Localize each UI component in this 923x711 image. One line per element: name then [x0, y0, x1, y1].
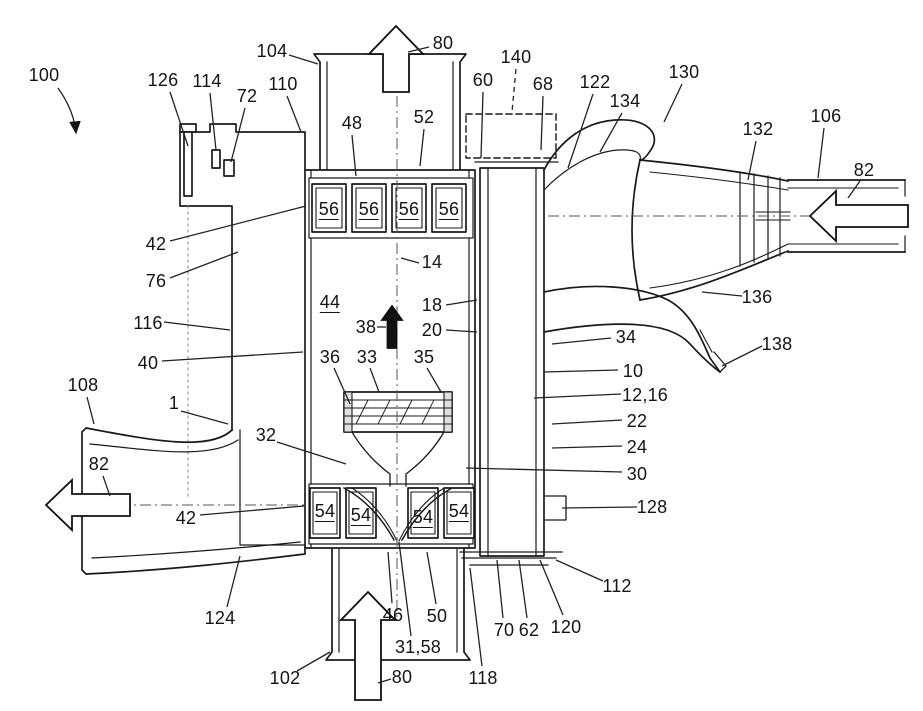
leader-line-48 — [351, 134, 357, 177]
outflow-left-arrow — [44, 477, 131, 533]
leader-line-82 — [847, 180, 861, 199]
leader-line-62 — [518, 559, 528, 619]
leader-line-1 — [180, 410, 229, 425]
leader-line-14 — [400, 257, 420, 264]
clip-72 — [223, 159, 235, 177]
leader-line-22 — [551, 419, 623, 425]
leader-line-35 — [426, 367, 442, 393]
leader-line-114 — [209, 92, 217, 151]
leader-line-104 — [288, 54, 319, 65]
inflow-right-arrow — [808, 188, 909, 244]
dashed-detail-box-140 — [465, 113, 557, 159]
leader-line-31-58 — [398, 541, 412, 637]
leader-line-140 — [511, 68, 517, 113]
leader-line-32 — [276, 441, 347, 465]
leader-line-130 — [663, 83, 683, 123]
bottom-inlet-duct — [325, 547, 471, 661]
fastener-pin-126 — [183, 131, 193, 197]
leader-line-136 — [701, 291, 743, 297]
leader-line-80 — [377, 678, 392, 684]
leader-line-18 — [445, 299, 478, 306]
flow-arrows — [44, 24, 909, 701]
right-inlet-assembly — [542, 119, 906, 374]
leader-line-134 — [599, 112, 623, 153]
leader-line-80 — [407, 46, 430, 53]
leader-line-30 — [465, 467, 623, 473]
leader-line-116 — [163, 321, 231, 331]
cell-row-bottom — [308, 483, 475, 545]
leader-line-34 — [551, 337, 612, 345]
leader-line-138 — [721, 345, 763, 367]
leader-line-72 — [230, 107, 246, 163]
leader-line-10 — [543, 369, 619, 373]
leader-line-120 — [539, 559, 564, 616]
center-component — [342, 391, 454, 542]
leader-line-46 — [387, 551, 393, 604]
leader-line-102 — [296, 651, 331, 672]
leader-line-52 — [419, 128, 425, 167]
internal-flow-arrow-38 — [380, 304, 404, 349]
leader-line-24 — [551, 445, 623, 449]
leader-line-40 — [161, 351, 304, 362]
leader-line-112 — [555, 559, 604, 582]
left-outlet-duct — [81, 427, 306, 575]
leader-line-124 — [226, 555, 241, 608]
leader-line-106 — [817, 127, 825, 179]
leader-line-70 — [496, 559, 504, 619]
left-mounting-bracket — [179, 123, 306, 499]
leader-line-82 — [102, 475, 111, 497]
leader-line-33 — [369, 367, 380, 393]
leader-line-108 — [86, 396, 95, 425]
leader-line-126 — [169, 91, 189, 147]
leader-line-76 — [169, 251, 239, 279]
leader-line-132 — [747, 140, 757, 181]
inflow-bottom-arrow — [338, 590, 398, 701]
leader-line-42 — [199, 505, 305, 516]
fastener-114 — [211, 149, 221, 169]
leader-lines — [57, 46, 861, 684]
leader-line-36 — [333, 367, 351, 405]
leader-line-110 — [286, 95, 302, 133]
leader-line-42 — [169, 205, 307, 242]
leader-line-128 — [561, 506, 638, 509]
leader-line-50 — [426, 551, 437, 605]
leader-line-60 — [480, 91, 484, 159]
leader-line-12-16 — [533, 393, 622, 399]
outflow-top-arrow — [366, 24, 426, 93]
leader-line-68 — [540, 95, 544, 151]
cell-row-top — [308, 177, 474, 239]
leader-line-100 — [57, 87, 81, 135]
right-column — [459, 161, 567, 566]
leader-line-20 — [445, 329, 478, 333]
leader-line-122 — [567, 93, 594, 169]
leader-line-118 — [469, 567, 483, 667]
